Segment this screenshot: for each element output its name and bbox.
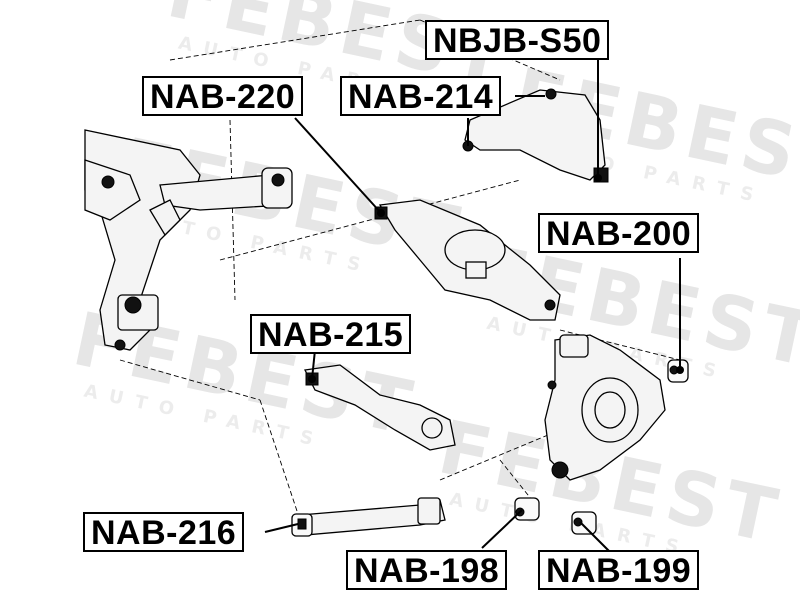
label-nab-199: NAB-199 — [538, 550, 700, 590]
label-nab-214: NAB-214 — [340, 76, 502, 116]
leader-lines — [264, 60, 684, 553]
label-nab-215: NAB-215 — [250, 314, 412, 354]
label-nab-198: NAB-198 — [346, 550, 508, 590]
label-nab-200: NAB-200 — [538, 213, 700, 253]
lateral-link-part — [291, 497, 446, 537]
lower-arm-part — [374, 199, 561, 321]
label-nbjb-s50: NBJB-S50 — [425, 20, 610, 60]
label-nab-220: NAB-220 — [142, 76, 304, 116]
subframe-part — [84, 129, 293, 351]
label-nab-216: NAB-216 — [83, 512, 245, 552]
trailing-link-part — [304, 364, 456, 451]
knuckle-part — [544, 334, 666, 481]
